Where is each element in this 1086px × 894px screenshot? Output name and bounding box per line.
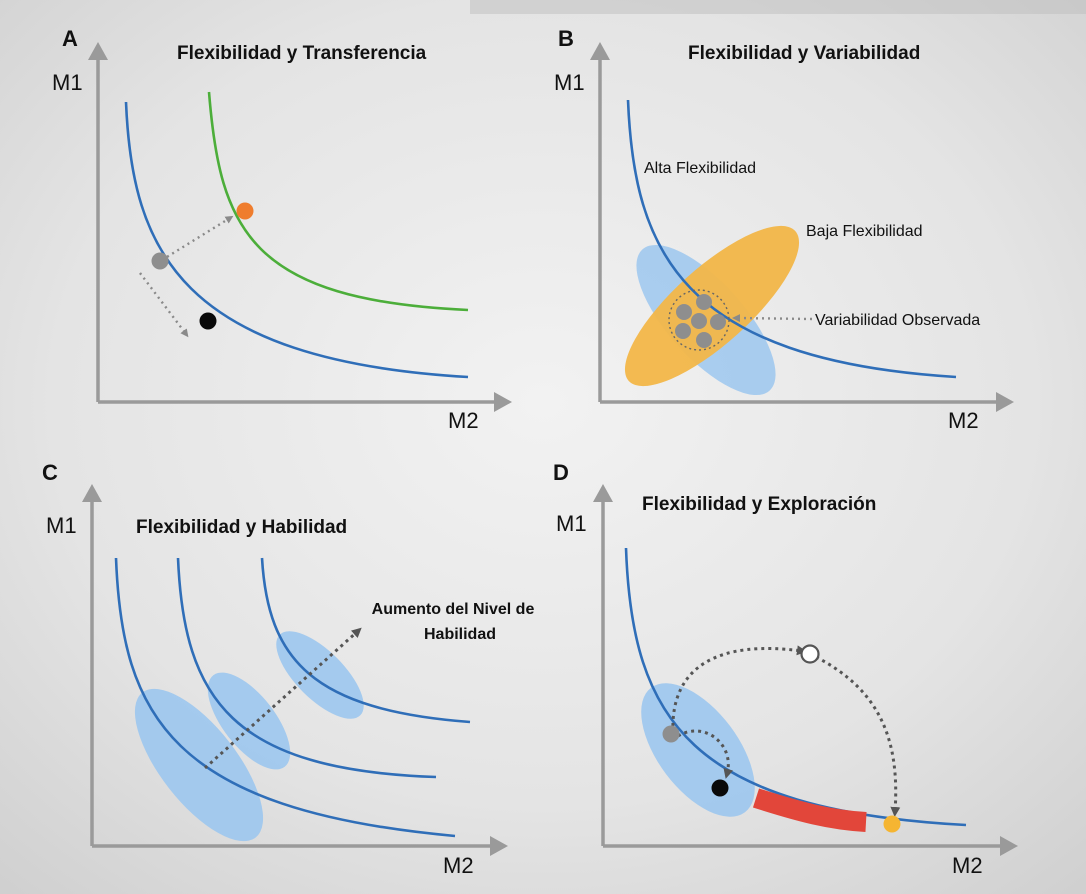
panel-d-open-dot bbox=[800, 644, 820, 664]
panel-b-gray-dot bbox=[696, 332, 712, 348]
panel-c-skill-label-1: Aumento del Nivel de bbox=[372, 601, 535, 618]
panel-c-letter: C bbox=[42, 460, 58, 485]
panel-a-green-curve bbox=[207, 91, 469, 312]
panel-c-y-label: M1 bbox=[46, 513, 77, 538]
panel-a-orange-dot bbox=[236, 202, 254, 220]
panel-c-curve-2 bbox=[176, 557, 437, 779]
panel-d-explore-arrow-1 bbox=[671, 645, 807, 734]
panel-b-gray-dot bbox=[696, 294, 712, 310]
panel-c-x-label: M2 bbox=[443, 853, 474, 878]
panel-c-x-axis-arrow bbox=[490, 836, 508, 856]
panel-d-yellow-dot bbox=[883, 815, 901, 833]
panel-d-x-axis-arrow bbox=[1000, 836, 1018, 856]
panel-a-x-axis-arrow bbox=[494, 392, 512, 412]
panel-a-transfer-arrow bbox=[161, 215, 234, 262]
panel-a-black-dot bbox=[199, 312, 217, 330]
panel-a-title: Flexibilidad y Transferencia bbox=[177, 43, 427, 64]
background-band bbox=[470, 0, 1086, 14]
panel-d-red-band bbox=[752, 788, 867, 832]
panel-c-ellipse-high bbox=[276, 631, 364, 719]
panel-b-observed-arrow bbox=[732, 314, 813, 323]
panel-b-observed-circle bbox=[668, 289, 730, 351]
panel-b-y-label: M1 bbox=[554, 70, 585, 95]
panel-d-y-label: M1 bbox=[556, 511, 587, 536]
panel-d-letter: D bbox=[553, 460, 569, 485]
panel-c-y-axis-arrow bbox=[82, 484, 102, 502]
panel-c-curve-1 bbox=[114, 557, 456, 838]
panel-d-y-axis-arrow bbox=[593, 484, 613, 502]
panel-a-x-label: M2 bbox=[448, 408, 479, 433]
panel-a-down-arrow bbox=[139, 272, 189, 338]
panel-c-title: Flexibilidad y Habilidad bbox=[136, 517, 347, 538]
panel-d-title: Flexibilidad y Exploración bbox=[642, 494, 876, 515]
panel-d-gray-dot bbox=[662, 725, 680, 743]
panel-a-y-axis-arrow bbox=[88, 42, 108, 60]
panel-a-letter: A bbox=[62, 26, 78, 51]
panel-b-x-axis-arrow bbox=[996, 392, 1014, 412]
panel-b-low-label: Baja Flexibilidad bbox=[806, 223, 923, 240]
panel-b-observed-label: Variabilidad Observada bbox=[815, 312, 980, 329]
panel-c: C Flexibilidad y Habilidad M1 M2 Aumento… bbox=[42, 460, 534, 878]
panel-b-title: Flexibilidad y Variabilidad bbox=[688, 43, 920, 64]
panel-b: B Flexibilidad y Variabilidad M1 M2 Alta… bbox=[554, 26, 1014, 433]
panel-d-return-arrow bbox=[677, 729, 734, 779]
panel-b-gray-dot bbox=[676, 304, 692, 320]
panel-a: A Flexibilidad y Transferencia M1 M2 bbox=[52, 26, 512, 433]
panel-d: D Flexibilidad y Exploración M1 M2 bbox=[553, 460, 1018, 878]
panel-c-ellipse-low bbox=[134, 688, 264, 842]
panel-a-gray-dot bbox=[151, 252, 169, 270]
panel-d-x-label: M2 bbox=[952, 853, 983, 878]
panel-b-blue-curve bbox=[626, 99, 957, 379]
panel-b-letter: B bbox=[558, 26, 574, 51]
panel-c-skill-label-2: Habilidad bbox=[424, 626, 496, 643]
panel-b-y-axis-arrow bbox=[590, 42, 610, 60]
panel-d-black-dot bbox=[711, 779, 729, 797]
panel-b-gray-dot bbox=[710, 314, 726, 330]
panel-b-x-label: M2 bbox=[948, 408, 979, 433]
panel-b-high-label: Alta Flexibilidad bbox=[644, 160, 756, 177]
panel-a-y-label: M1 bbox=[52, 70, 83, 95]
panel-d-explore-arrow-2 bbox=[815, 655, 901, 817]
panel-a-blue-curve bbox=[124, 101, 469, 379]
panel-b-gray-dot bbox=[675, 323, 691, 339]
panel-b-gray-dot bbox=[691, 313, 707, 329]
